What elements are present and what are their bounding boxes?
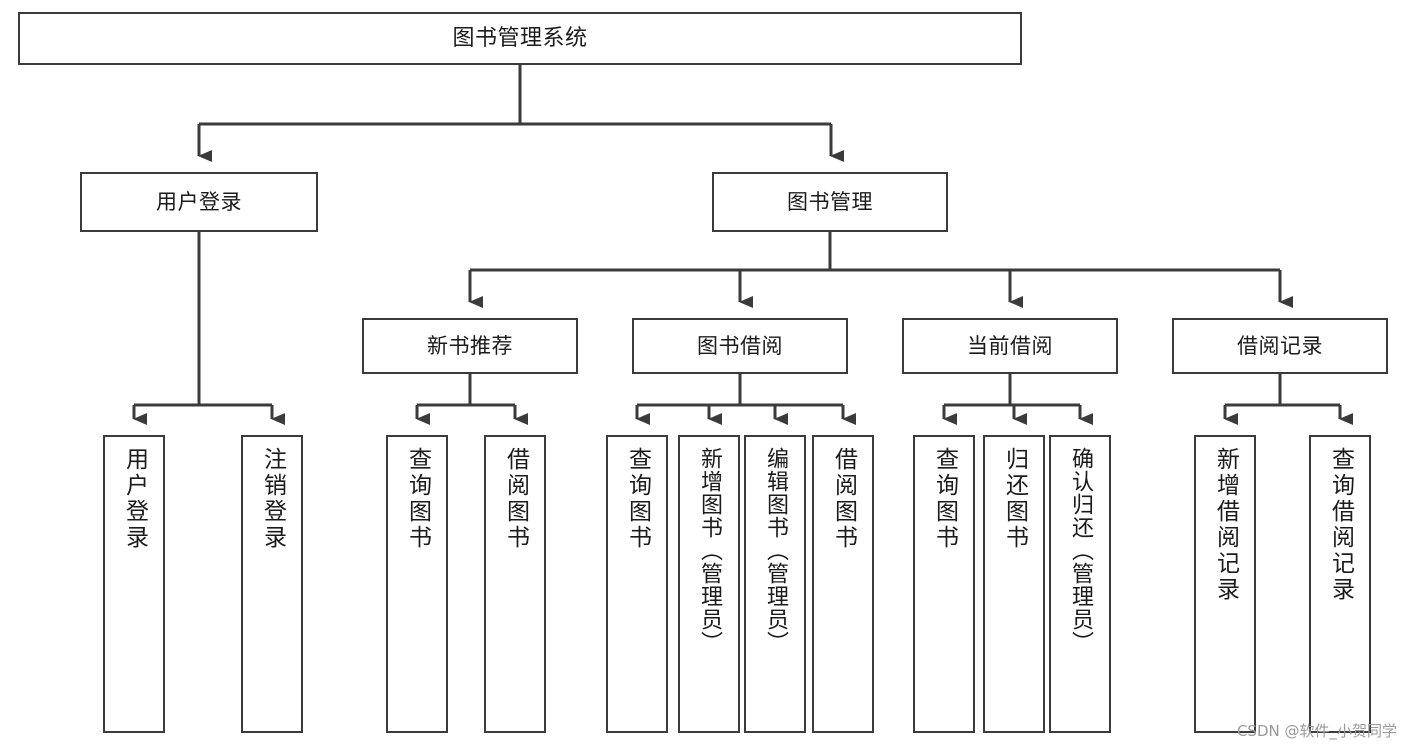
node-leaf-add-borrow-record[interactable]: 新增借阅记录	[1194, 435, 1256, 733]
node-leaf-edit-book-admin[interactable]: 编辑图书（管理员）	[744, 435, 806, 733]
node-leaf-user-login[interactable]: 用户登录	[103, 435, 165, 733]
node-label: 当前借阅	[967, 333, 1053, 358]
node-book-borrow[interactable]: 图书借阅	[632, 318, 848, 374]
node-user-login[interactable]: 用户登录	[80, 172, 318, 232]
node-borrow-record[interactable]: 借阅记录	[1172, 318, 1388, 374]
node-label: 图书管理系统	[452, 25, 588, 51]
node-leaf-borrow-book-recommend[interactable]: 借阅图书	[484, 435, 546, 733]
node-leaf-add-book-admin[interactable]: 新增图书（管理员）	[678, 435, 740, 733]
node-label: 查询图书	[624, 447, 651, 551]
node-leaf-logout[interactable]: 注销登录	[241, 435, 303, 733]
node-new-book-recommendation[interactable]: 新书推荐	[362, 318, 578, 374]
node-label: 查询图书	[931, 447, 958, 551]
node-label: 用户登录	[121, 447, 148, 551]
node-label: 新增借阅记录	[1212, 447, 1239, 603]
node-label: 查询借阅记录	[1327, 447, 1354, 603]
node-leaf-return-book[interactable]: 归还图书	[983, 435, 1045, 733]
node-label: 借阅记录	[1237, 333, 1323, 358]
node-leaf-query-book-current[interactable]: 查询图书	[913, 435, 975, 733]
node-leaf-query-book-recommend[interactable]: 查询图书	[386, 435, 448, 733]
node-root-system[interactable]: 图书管理系统	[18, 12, 1022, 65]
node-book-manage[interactable]: 图书管理	[712, 172, 948, 232]
node-current-borrow[interactable]: 当前借阅	[902, 318, 1118, 374]
node-label: 借阅图书	[502, 447, 529, 551]
node-label: 查询图书	[404, 447, 431, 551]
node-leaf-confirm-return-admin[interactable]: 确认归还（管理员）	[1049, 435, 1111, 733]
node-label: 确认归还（管理员）	[1068, 447, 1093, 654]
node-label: 新增图书（管理员）	[697, 447, 722, 654]
node-label: 新书推荐	[427, 333, 513, 358]
node-label: 借阅图书	[830, 447, 857, 551]
node-label: 用户登录	[156, 189, 242, 214]
node-label: 归还图书	[1001, 447, 1028, 551]
node-leaf-query-borrow-record[interactable]: 查询借阅记录	[1309, 435, 1371, 733]
node-label: 图书借阅	[697, 333, 783, 358]
node-leaf-borrow-book[interactable]: 借阅图书	[812, 435, 874, 733]
node-label: 图书管理	[787, 189, 873, 214]
node-label: 注销登录	[259, 447, 286, 551]
node-label: 编辑图书（管理员）	[763, 447, 788, 654]
node-leaf-query-book-borrow[interactable]: 查询图书	[606, 435, 668, 733]
